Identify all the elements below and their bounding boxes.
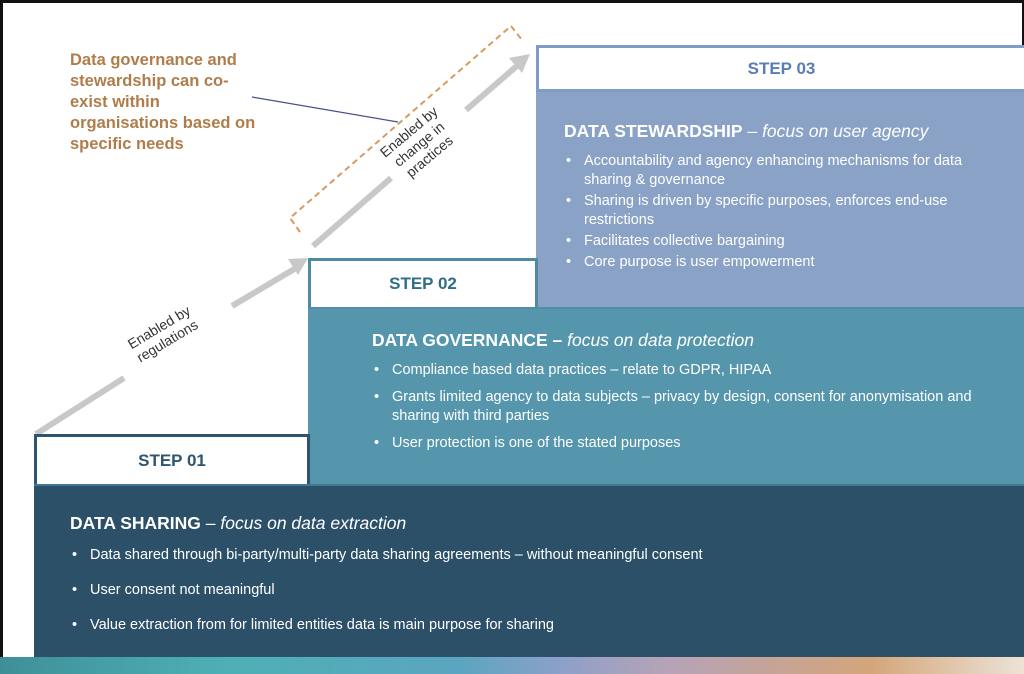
step-03-heading: DATA STEWARDSHIP [564, 121, 743, 141]
title-separator: – [747, 121, 758, 141]
step-01-focus: focus on data extraction [220, 513, 407, 533]
lower-arrow-shaft-b [230, 265, 298, 309]
bullet-item: Core purpose is user empowerment [564, 253, 1004, 272]
upper-arrow-shaft-a [311, 175, 393, 249]
frame-left-border [0, 0, 3, 674]
step-02-tab: STEP 02 [308, 258, 538, 307]
step-02-panel: DATA GOVERNANCE – focus on data protecti… [308, 307, 1024, 484]
step-01-title: DATA SHARING – focus on data extraction [70, 512, 1004, 534]
title-separator: – [205, 513, 216, 533]
step-03-focus: focus on user agency [762, 121, 929, 141]
step-01-tab: STEP 01 [34, 434, 310, 484]
bullet-item: Value extraction from for limited entiti… [70, 616, 1004, 635]
annotation-note: Data governance and stewardship can co-e… [70, 51, 256, 153]
upper-arrow-shaft-b [464, 62, 520, 113]
label-enabled-by-change-in-practices: Enabled by change in practices [377, 103, 462, 185]
bullet-item: User consent not meaningful [70, 581, 1004, 600]
bullet-item: Data shared through bi-party/multi-party… [70, 546, 1004, 565]
step-03-title: DATA STEWARDSHIP – focus on user agency [564, 120, 1004, 142]
label-enabled-by-regulations: Enabled by regulations [125, 302, 202, 366]
bullet-item: Facilitates collective bargaining [564, 232, 1004, 251]
step-03-tab: STEP 03 [536, 45, 1024, 92]
lower-arrow-shaft-a [34, 375, 126, 437]
step-02-focus: focus on data protection [567, 330, 754, 350]
bullet-item: Compliance based data practices – relate… [372, 361, 1004, 380]
bullet-item: Accountability and agency enhancing mech… [564, 152, 1004, 190]
bullet-item: Sharing is driven by specific purposes, … [564, 192, 1004, 230]
step-03-bullet-list: Accountability and agency enhancing mech… [564, 152, 1004, 272]
footer-gradient-bar [0, 657, 1024, 674]
step-01-bullet-list: Data shared through bi-party/multi-party… [70, 546, 1004, 635]
step-03-panel: DATA STEWARDSHIP – focus on user agency … [536, 92, 1024, 307]
step-01-panel: DATA SHARING – focus on data extraction … [34, 484, 1024, 657]
bullet-item: Grants limited agency to data subjects –… [372, 388, 1004, 426]
lower-arrow-head-icon [288, 258, 308, 275]
connector-line [251, 96, 399, 123]
upper-arrow-head-icon [509, 54, 530, 73]
title-separator: – [552, 330, 563, 350]
step-01-heading: DATA SHARING [70, 513, 201, 533]
step-02-bullet-list: Compliance based data practices – relate… [372, 361, 1004, 453]
step-02-title: DATA GOVERNANCE – focus on data protecti… [372, 329, 1004, 351]
frame-top-border [0, 0, 1024, 3]
bullet-item: User protection is one of the stated pur… [372, 434, 1004, 453]
step-02-heading: DATA GOVERNANCE [372, 330, 548, 350]
